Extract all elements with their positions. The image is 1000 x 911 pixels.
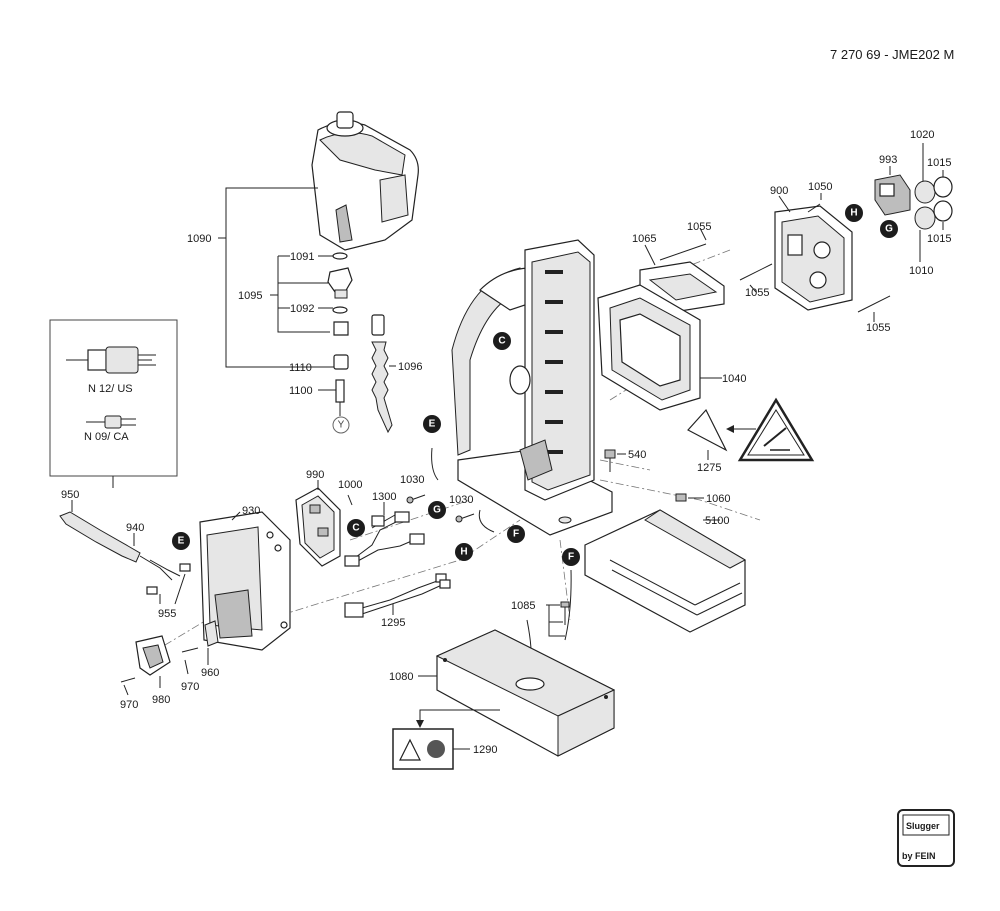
label-1295: 1295 — [381, 617, 405, 629]
label-1100: 1100 — [289, 385, 313, 397]
svg-text:G: G — [885, 224, 893, 235]
label-1040: 1040 — [722, 373, 746, 385]
svg-text:C: C — [352, 523, 359, 534]
svg-text:C: C — [498, 336, 505, 347]
guard-5100 — [584, 509, 747, 633]
label-1015-bottom: 1015 — [927, 233, 951, 245]
svg-text:H: H — [460, 547, 467, 558]
svg-text:E: E — [178, 536, 185, 547]
label-1020: 1020 — [910, 129, 934, 141]
gearbox-1040 — [597, 284, 722, 411]
bracket-leaders — [218, 187, 396, 416]
label-1090: 1090 — [187, 233, 211, 245]
warning-icon — [737, 397, 815, 462]
screws-1030 — [406, 494, 475, 523]
svg-text:G: G — [433, 505, 441, 516]
document-id: 7 270 69 - JME202 M — [830, 47, 954, 62]
svg-text:Y: Y — [338, 420, 345, 431]
marker-e-column: E — [423, 415, 441, 433]
label-1030-left: 1030 — [400, 474, 424, 486]
housing-930 — [199, 511, 291, 651]
switch-993 — [874, 166, 911, 216]
label-1055-mid: 1055 — [745, 287, 769, 299]
label-1096: 1096 — [398, 361, 422, 373]
label-sticker-1290 — [392, 728, 470, 770]
marker-h-switch: H — [845, 204, 863, 222]
label-960: 960 — [201, 667, 219, 679]
label-1055-top: 1055 — [687, 221, 711, 233]
label-1300: 1300 — [372, 491, 396, 503]
coolant-tank-1090 — [311, 111, 419, 251]
ca-plug-icon — [86, 415, 136, 429]
label-1000: 1000 — [338, 479, 362, 491]
label-980: 980 — [152, 694, 170, 706]
svg-text:E: E — [429, 419, 436, 430]
marker-f-base: F — [562, 548, 580, 566]
label-1060: 1060 — [706, 493, 730, 505]
harness-1300 — [344, 502, 425, 567]
arrow-to-1290 — [416, 709, 500, 728]
marker-y: Y — [332, 416, 350, 434]
magnet-base-1080 — [418, 629, 616, 757]
brand-name: Slugger — [906, 821, 940, 831]
plug-inset: N 12/ US N 09/ CA — [49, 319, 178, 488]
warning-label-1275 — [687, 408, 728, 460]
panel-900 — [774, 193, 853, 311]
marker-c-column: C — [493, 332, 511, 350]
label-540: 540 — [628, 449, 646, 461]
main-column — [451, 239, 613, 536]
marker-g-switch: G — [880, 220, 898, 238]
label-5100: 5100 — [705, 515, 729, 527]
label-1092: 1092 — [290, 303, 314, 315]
marker-f-column: F — [507, 525, 525, 543]
knobs-1010-1020 — [914, 143, 953, 262]
label-1055-right: 1055 — [866, 322, 890, 334]
screw-1060 — [675, 493, 704, 502]
label-plug-us: N 12/ US — [88, 383, 133, 395]
label-970-lower: 970 — [120, 699, 138, 711]
svg-text:H: H — [850, 208, 857, 219]
label-1050: 1050 — [808, 181, 832, 193]
label-1275: 1275 — [697, 462, 721, 474]
svg-text:F: F — [513, 529, 519, 540]
label-1091: 1091 — [290, 251, 314, 263]
screw-540 — [604, 449, 626, 472]
label-1095: 1095 — [238, 290, 262, 302]
marker-e-cable: E — [172, 532, 190, 550]
label-993: 993 — [879, 154, 897, 166]
label-955: 955 — [158, 608, 176, 620]
label-1080: 1080 — [389, 671, 413, 683]
parts-1085 — [546, 601, 570, 637]
label-950: 950 — [61, 489, 79, 501]
brand-by: by FEIN — [902, 851, 936, 861]
label-1030-right: 1030 — [449, 494, 473, 506]
label-990: 990 — [306, 469, 324, 481]
marker-h-harness: H — [455, 543, 473, 561]
tap-assembly — [327, 252, 393, 434]
label-plug-ca: N 09/ CA — [84, 431, 129, 443]
us-plug-icon — [66, 346, 156, 374]
svg-text:F: F — [568, 552, 574, 563]
harness-1295 — [344, 573, 451, 618]
label-1110: 1110 — [289, 362, 312, 374]
label-970-upper: 970 — [181, 681, 199, 693]
wire-e-f — [431, 447, 495, 533]
label-900: 900 — [770, 185, 788, 197]
screws-1055 — [659, 227, 891, 322]
marker-g-harness: G — [428, 501, 446, 519]
switch-960-980 — [120, 620, 219, 696]
label-1085: 1085 — [511, 600, 535, 612]
power-cable — [59, 500, 191, 605]
label-1065: 1065 — [632, 233, 656, 245]
label-1010: 1010 — [909, 265, 933, 277]
label-1290: 1290 — [473, 744, 497, 756]
label-1015-top: 1015 — [927, 157, 951, 169]
label-930: 930 — [242, 505, 260, 517]
brand-logo: Slugger by FEIN — [897, 809, 955, 867]
arrow-to-warning — [726, 425, 756, 433]
pcb-990 — [295, 480, 353, 567]
marker-c-pcb: C — [347, 519, 365, 537]
label-940: 940 — [126, 522, 144, 534]
